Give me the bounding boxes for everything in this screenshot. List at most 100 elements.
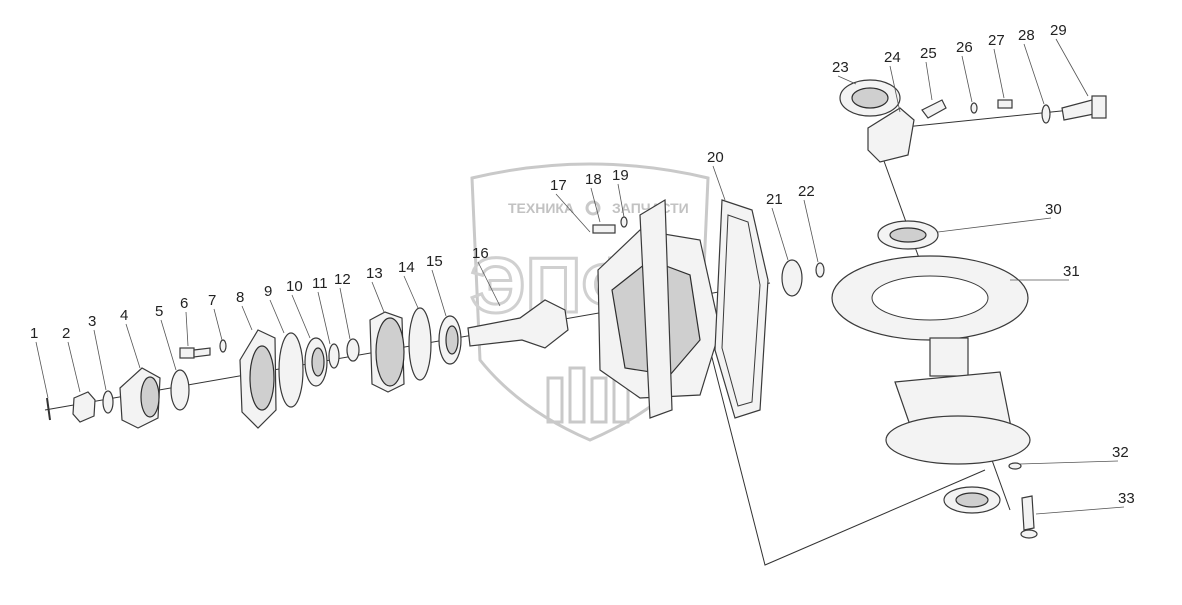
part-29-bolt-head <box>1091 95 1107 119</box>
callout-label-2: 2 <box>62 325 70 342</box>
gear-icon <box>585 200 601 216</box>
part-10-bearing-inner <box>311 347 325 377</box>
callout-label-1: 1 <box>30 325 38 342</box>
callout-label-21: 21 <box>766 191 783 208</box>
part-11-spacer <box>328 343 340 369</box>
callout-leader-28 <box>1023 43 1045 105</box>
callout-leader-6 <box>185 311 189 347</box>
callout-leader-25 <box>925 61 933 101</box>
part-25-lock-plate <box>921 99 947 119</box>
part-9-shim <box>278 332 304 408</box>
part-20-gasket-inner <box>721 214 761 407</box>
callout-leader-24 <box>889 65 901 113</box>
part-14-shim <box>408 307 432 381</box>
callout-label-22: 22 <box>798 183 815 200</box>
callout-leader-15 <box>431 269 447 317</box>
callout-label-31: 31 <box>1063 263 1080 280</box>
callout-label-27: 27 <box>988 32 1005 49</box>
part-32-pin <box>1008 462 1022 470</box>
callout-label-24: 24 <box>884 49 901 66</box>
callout-label-4: 4 <box>120 307 128 324</box>
part-27-bolt <box>997 99 1013 109</box>
callout-label-26: 26 <box>956 39 973 56</box>
callout-label-3: 3 <box>88 313 96 330</box>
callout-leader-19 <box>617 183 625 218</box>
callout-label-6: 6 <box>180 295 188 312</box>
callout-label-32: 32 <box>1112 444 1129 461</box>
part-6-bolt-thread <box>193 347 211 358</box>
callout-leader-14 <box>403 275 419 309</box>
callout-leader-20 <box>712 165 726 201</box>
callout-label-10: 10 <box>286 278 303 295</box>
part-20-gasket <box>714 199 769 419</box>
differential-case-flange <box>885 415 1031 465</box>
callout-leader-10 <box>291 294 311 339</box>
part-26-washer <box>970 102 978 114</box>
callout-leader-22 <box>803 199 819 263</box>
callout-label-8: 8 <box>236 289 244 306</box>
part-21-bearing <box>781 259 803 297</box>
part-28-washer <box>1041 104 1051 124</box>
callout-leader-33 <box>1035 506 1125 515</box>
part-2-nut <box>72 391 96 423</box>
callout-leader-2 <box>67 341 81 393</box>
part-4-flange-hub <box>140 376 160 418</box>
callout-label-9: 9 <box>264 283 272 300</box>
part-1-pin <box>46 397 51 421</box>
callout-leader-27 <box>993 48 1005 99</box>
part-15-bearing-inner <box>445 325 459 355</box>
part-12-ring <box>346 338 360 362</box>
callout-leader-9 <box>269 299 285 334</box>
part-22-snap-ring <box>815 262 825 278</box>
callout-label-20: 20 <box>707 149 724 166</box>
callout-label-7: 7 <box>208 292 216 309</box>
watermark-brand-text: ТЕХНИКА <box>508 200 574 216</box>
callout-leader-1 <box>35 341 49 399</box>
part-3-washer <box>102 390 114 414</box>
callout-label-19: 19 <box>612 167 629 184</box>
callout-leader-32 <box>1019 460 1119 465</box>
callout-leader-29 <box>1055 38 1089 97</box>
part-7-washer <box>219 339 227 353</box>
callout-label-18: 18 <box>585 171 602 188</box>
callout-leader-4 <box>125 323 141 369</box>
callout-leader-16 <box>477 261 501 307</box>
lower-bearing-inner <box>955 492 989 508</box>
part-17-housing-flange <box>639 198 673 419</box>
callout-leader-17 <box>555 193 591 233</box>
callout-label-12: 12 <box>334 271 351 288</box>
callout-label-15: 15 <box>426 253 443 270</box>
callout-label-23: 23 <box>832 59 849 76</box>
callout-leader-5 <box>160 319 177 371</box>
callout-label-14: 14 <box>398 259 415 276</box>
part-13-cage-bore <box>375 317 405 387</box>
callout-label-5: 5 <box>155 303 163 320</box>
differential-hub <box>929 337 969 377</box>
callout-leader-13 <box>371 281 385 313</box>
callout-leader-30 <box>937 217 1052 233</box>
callout-label-28: 28 <box>1018 27 1035 44</box>
watermark-bar <box>568 366 586 424</box>
callout-leader-18 <box>590 187 601 223</box>
part-18-stud <box>592 224 616 234</box>
part-24-bearing-cap <box>867 107 915 163</box>
callout-leader-23 <box>837 75 857 85</box>
part-5-seal <box>170 369 190 411</box>
part-16-drive-pinion <box>467 299 569 349</box>
watermark-brand-text-2: ЗАПЧАСТИ <box>612 200 689 216</box>
callout-leader-11 <box>317 291 331 345</box>
callout-label-13: 13 <box>366 265 383 282</box>
callout-label-29: 29 <box>1050 22 1067 39</box>
callout-leader-3 <box>93 329 107 391</box>
callout-leader-21 <box>771 207 789 261</box>
callout-label-33: 33 <box>1118 490 1135 507</box>
part-30-bearing-inner <box>889 227 927 243</box>
part-8-cover-face <box>249 345 275 411</box>
callout-label-25: 25 <box>920 45 937 62</box>
part-19-washer <box>620 216 628 228</box>
callout-label-11: 11 <box>312 275 328 292</box>
part-33-bolt-head <box>1020 529 1038 539</box>
